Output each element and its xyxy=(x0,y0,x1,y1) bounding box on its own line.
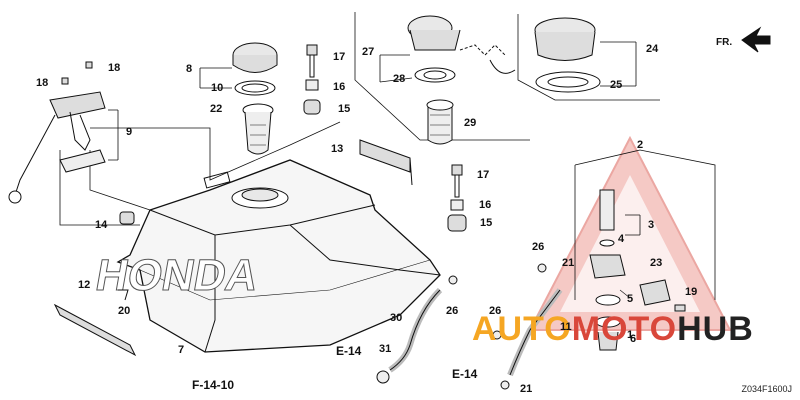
callout-21-upper: 21 xyxy=(562,257,575,269)
callout-26-middle: 26 xyxy=(446,305,459,317)
callout-6: 6 xyxy=(630,333,637,345)
callout-29: 29 xyxy=(464,117,477,129)
fuel-gauge-icon xyxy=(49,91,106,119)
callout-16-upper: 16 xyxy=(333,81,346,93)
callout-13: 13 xyxy=(331,143,344,155)
callout-17-upper: 17 xyxy=(333,51,346,63)
callout-5: 5 xyxy=(627,293,634,305)
callout-21-lower: 21 xyxy=(520,383,533,395)
callout-17-lower: 17 xyxy=(477,169,490,181)
callout-16-lower: 16 xyxy=(479,199,492,211)
callout-20: 20 xyxy=(118,305,131,317)
callout-24: 24 xyxy=(646,43,659,55)
callout-8: 8 xyxy=(186,63,193,75)
callout-22: 22 xyxy=(210,103,223,115)
callout-1: 1 xyxy=(627,329,634,341)
honda-embossing: HONDA xyxy=(92,251,262,300)
callout-26-upper: 26 xyxy=(532,241,545,253)
callout-14: 14 xyxy=(95,219,108,231)
callout-12: 12 xyxy=(78,279,91,291)
callout-28: 28 xyxy=(393,73,406,85)
callout-23: 23 xyxy=(650,257,663,269)
callout-30: 30 xyxy=(390,312,403,324)
callout-18-right: 18 xyxy=(108,62,121,74)
watermark-logo: AUTOMOTOHUB xyxy=(472,310,754,348)
callout-26-lower: 26 xyxy=(489,305,502,317)
front-arrow-icon xyxy=(741,26,771,53)
ref-e14-a: E-14 xyxy=(336,344,362,358)
callout-9: 9 xyxy=(126,126,133,138)
ref-e14-b: E-14 xyxy=(452,367,478,381)
diagram-code: Z034F1600J xyxy=(741,384,792,394)
callout-27: 27 xyxy=(362,46,375,58)
callout-19: 19 xyxy=(685,286,698,298)
callout-4: 4 xyxy=(618,233,625,245)
front-label: FR. xyxy=(716,37,733,48)
callout-2: 2 xyxy=(637,139,644,151)
callout-11: 11 xyxy=(560,321,572,333)
callout-3: 3 xyxy=(648,219,655,231)
callout-10: 10 xyxy=(211,82,224,94)
callout-25: 25 xyxy=(610,79,623,91)
callout-18-left: 18 xyxy=(36,77,49,89)
callout-15-lower: 15 xyxy=(480,217,493,229)
callout-7: 7 xyxy=(178,344,185,356)
callout-15-upper: 15 xyxy=(338,103,351,115)
ref-f14: F-14-10 xyxy=(192,378,235,392)
callout-31: 31 xyxy=(379,343,392,355)
